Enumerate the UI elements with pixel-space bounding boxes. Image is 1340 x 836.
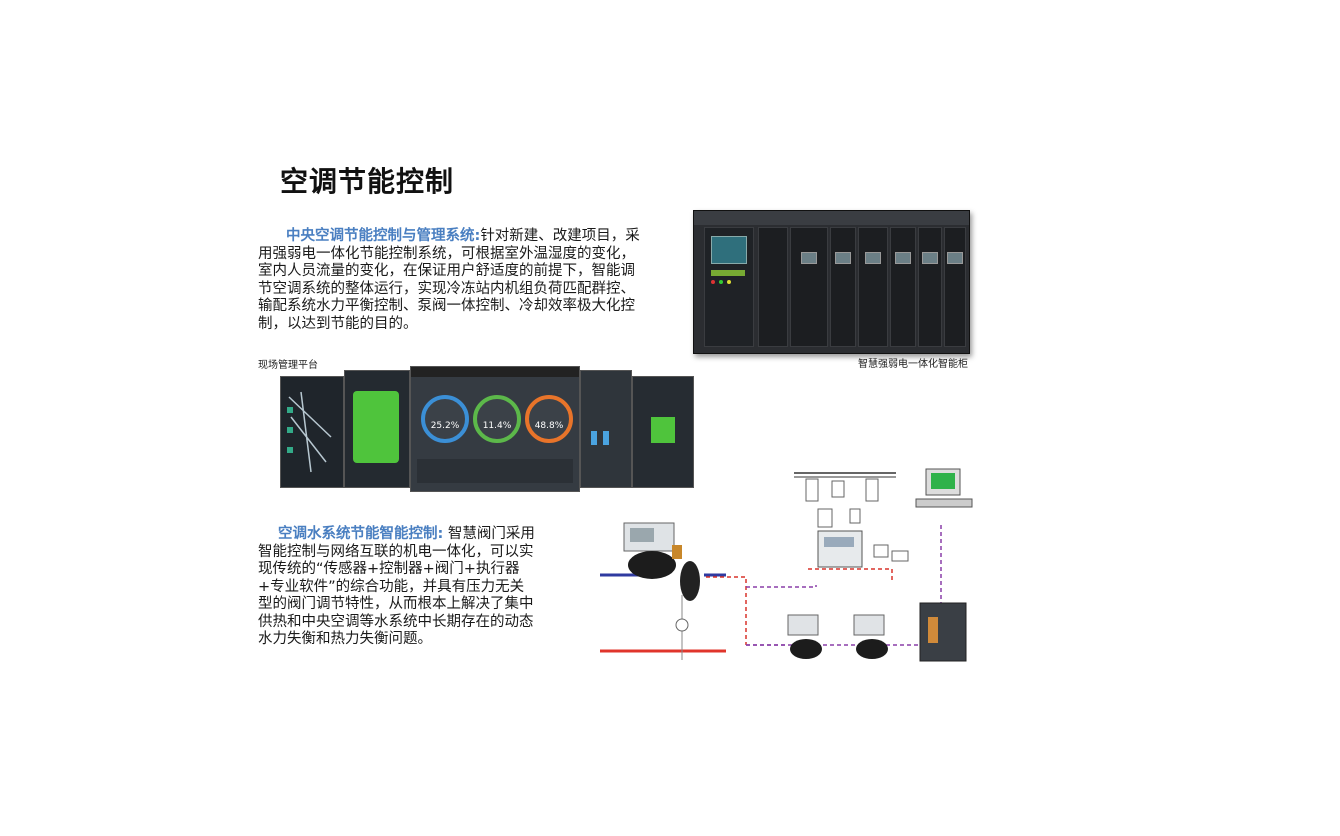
page-title: 空调节能控制 xyxy=(280,165,455,198)
platform-caption: 现场管理平台 xyxy=(258,360,318,371)
section2-paragraph: 空调水系统节能智能控制: 智慧阀门采用智能控制与网络互联的机电一体化，可以实现传… xyxy=(258,526,538,649)
gauge-1: 25.2% xyxy=(421,395,469,443)
management-platform-image: 25.2% 11.4% 48.8% xyxy=(280,366,694,494)
gauge-2: 11.4% xyxy=(473,395,521,443)
smart-cabinet-image xyxy=(693,210,970,354)
section2-body: 智慧阀门采用智能控制与网络互联的机电一体化，可以实现传统的“传感器+控制器+阀门… xyxy=(258,526,535,647)
water-system-diagram xyxy=(600,468,973,662)
section1-body: 针对新建、改建项目，采用强弱电一体化节能控制系统，可根据室外温湿度的变化，室内人… xyxy=(258,228,640,332)
section1-highlight: 中央空调节能控制与管理系统: xyxy=(286,228,481,244)
gauge-3: 48.8% xyxy=(525,395,573,443)
section2-highlight: 空调水系统节能智能控制: xyxy=(278,526,444,542)
section1-paragraph: 中央空调节能控制与管理系统:针对新建、改建项目，采用强弱电一体化节能控制系统，可… xyxy=(258,228,648,333)
cabinet-caption: 智慧强弱电一体化智能柜 xyxy=(858,359,968,370)
